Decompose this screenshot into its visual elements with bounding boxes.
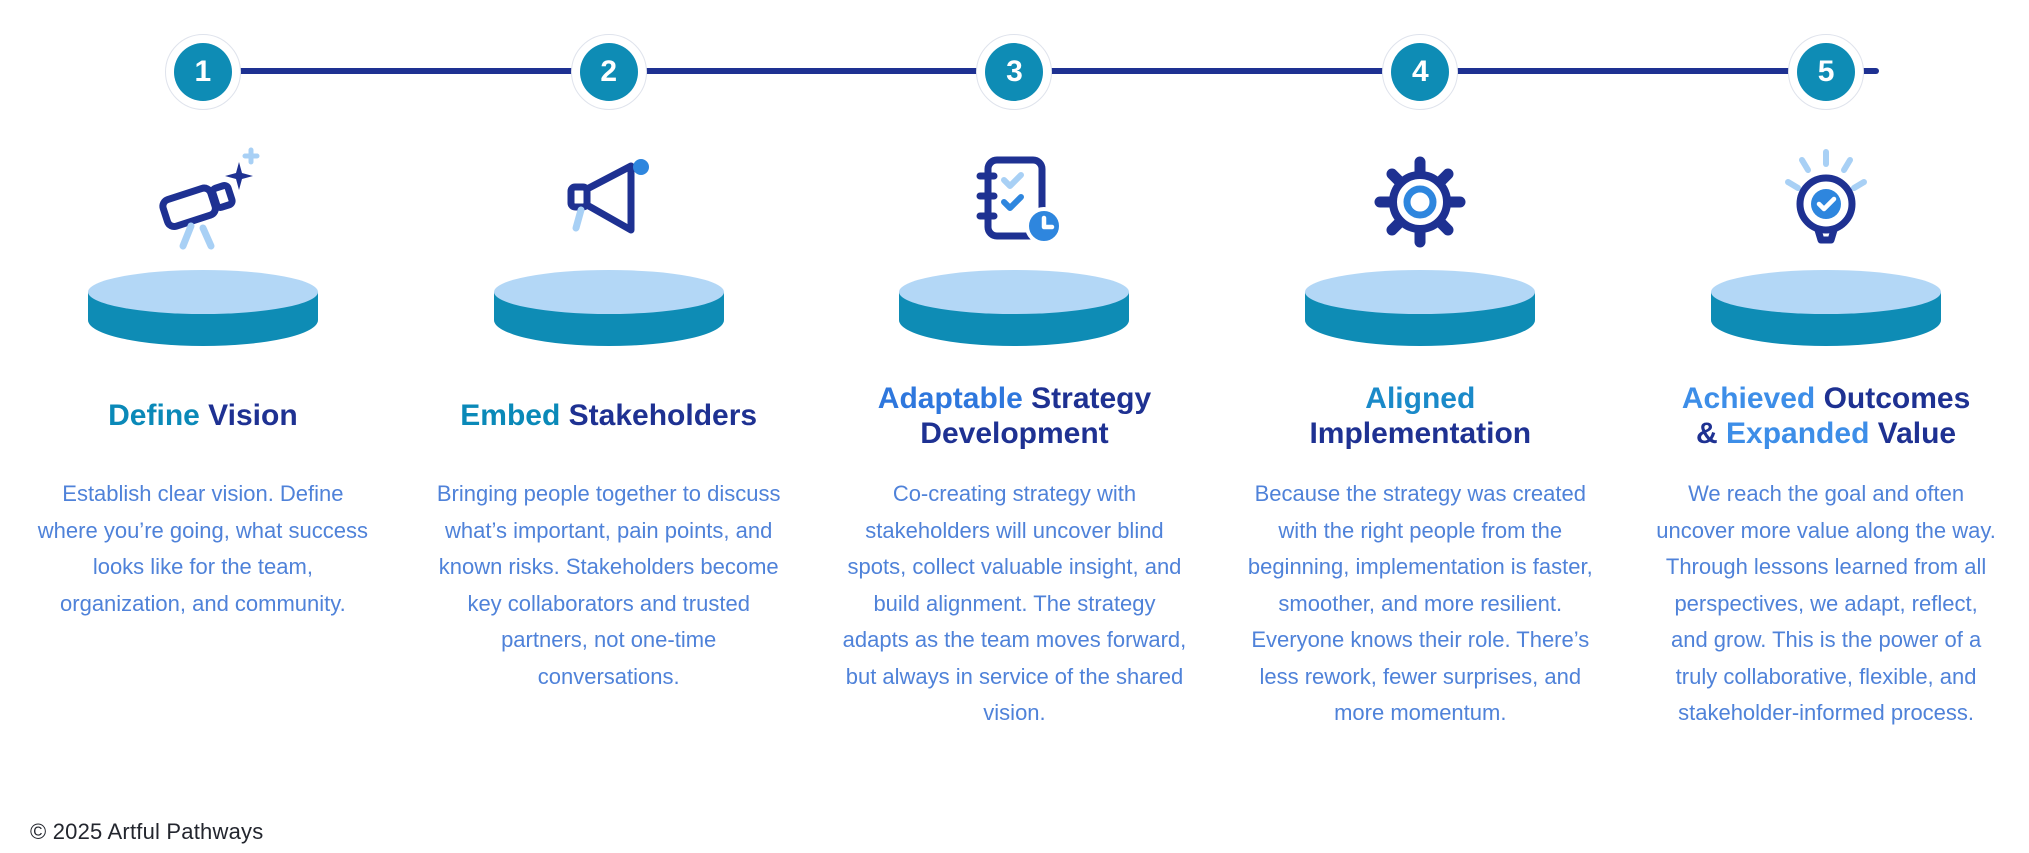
notebook-checklist-icon <box>952 136 1076 264</box>
heading-part: Strategy <box>1031 381 1152 415</box>
heading-part: & <box>1696 417 1727 450</box>
step-number: 5 <box>1797 43 1856 101</box>
step-number: 3 <box>985 43 1044 101</box>
column-heading: Define Vision <box>108 374 298 458</box>
heading-part: Value <box>1877 417 1957 450</box>
podium-cylinder <box>899 270 1130 346</box>
heading-part: Achieved <box>1681 381 1824 415</box>
gear-icon <box>1358 136 1482 264</box>
step-number: 1 <box>173 43 232 101</box>
heading-part: Embed <box>460 399 569 433</box>
podium-cylinder <box>87 270 318 346</box>
cylinder-top <box>493 270 724 314</box>
column-adaptable-strategy: Adaptable Strategy Development Co-creati… <box>812 136 1218 732</box>
columns: Define Vision Establish clear vision. De… <box>0 136 2029 732</box>
column-body-text: Co-creating strategy with stakeholders w… <box>842 481 1187 726</box>
column-define-vision: Define Vision Establish clear vision. De… <box>0 136 406 732</box>
podium-cylinder <box>1305 270 1536 346</box>
megaphone-icon <box>547 136 671 264</box>
heading-part: Vision <box>208 399 298 433</box>
cylinder-top <box>1305 270 1536 314</box>
lightbulb-check-icon <box>1764 136 1888 264</box>
step-circle-3: 3 <box>976 34 1053 110</box>
heading-part: Adaptable <box>877 381 1032 415</box>
heading-part: Development <box>920 417 1109 450</box>
step-number: 4 <box>1391 43 1450 101</box>
heading-part: Implementation <box>1309 417 1532 450</box>
cylinder-top <box>87 270 318 314</box>
column-aligned-implementation: Aligned Implementation Because the strat… <box>1217 136 1623 732</box>
column-body-text: Bringing people together to discuss what… <box>436 481 781 689</box>
copyright-notice: © 2025 Artful Pathways <box>30 819 264 844</box>
podium-cylinder <box>1711 270 1942 346</box>
step-circle-2: 2 <box>570 34 647 110</box>
column-embed-stakeholders: Embed Stakeholders Bringing people toget… <box>406 136 812 732</box>
cylinder-top <box>1711 270 1942 314</box>
column-heading: Adaptable Strategy Development <box>878 374 1151 458</box>
step-circle-4: 4 <box>1382 34 1459 110</box>
heading-part: Outcomes <box>1823 381 1971 415</box>
timeline: 1 2 3 4 5 <box>0 0 2029 110</box>
heading-part: Expanded <box>1726 417 1878 450</box>
heading-part: Stakeholders <box>568 399 758 433</box>
column-body-text: We reach the goal and often uncover more… <box>1656 481 1996 726</box>
step-number: 2 <box>579 43 638 101</box>
column-body-text: Because the strategy was created with th… <box>1247 481 1593 726</box>
cylinder-top <box>899 270 1130 314</box>
column-body-text: Establish clear vision. Define where you… <box>37 481 368 616</box>
podium-cylinder <box>493 270 724 346</box>
projector-icon <box>141 136 265 264</box>
heading-part: Aligned <box>1365 381 1476 415</box>
column-heading: Embed Stakeholders <box>460 374 757 458</box>
column-heading: Aligned Implementation <box>1309 374 1531 458</box>
column-heading: Achieved Outcomes & Expanded Value <box>1682 374 1970 458</box>
step-circle-5: 5 <box>1788 34 1865 110</box>
heading-part: Define <box>108 399 209 433</box>
step-circle-1: 1 <box>164 34 241 110</box>
column-achieved-outcomes: Achieved Outcomes & Expanded Value We re… <box>1623 136 2029 732</box>
